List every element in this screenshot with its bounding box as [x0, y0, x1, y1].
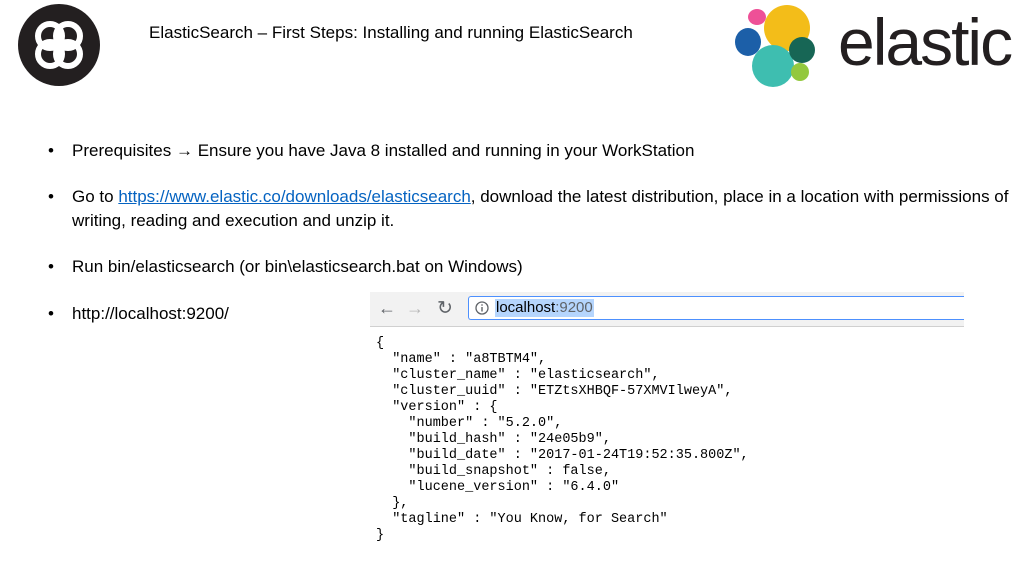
elastic-wordmark: elastic [838, 5, 1013, 79]
elastic-cluster-logo-icon [733, 2, 819, 88]
address-bar[interactable]: localhost:9200 [468, 296, 964, 320]
prerequisites-label: Prerequisites [72, 141, 172, 160]
json-line: "build_snapshot" : false, [376, 464, 611, 479]
json-line: } [376, 528, 385, 543]
bullet-dot: • [48, 187, 54, 206]
download-link[interactable]: https://www.elastic.co/downloads/elastic… [118, 187, 471, 206]
json-line: "build_hash" : "24e05b9", [376, 432, 611, 447]
browser-window: ← → ↻ localhost:9200 { "name" : "a8TBTM4… [370, 292, 964, 554]
json-line: "cluster_name" : "elasticsearch", [376, 368, 660, 383]
company-logo [18, 4, 100, 86]
url-host: localhost [496, 299, 556, 316]
url-port: :9200 [555, 299, 593, 316]
bullet-dot: • [48, 257, 54, 276]
json-line: "tagline" : "You Know, for Search" [376, 512, 668, 527]
json-line: "number" : "5.2.0", [376, 416, 563, 431]
arrow-right-icon[interactable]: → [406, 297, 424, 318]
json-line: }, [376, 496, 409, 511]
browser-toolbar: ← → ↻ localhost:9200 [370, 292, 964, 327]
bullet-text: Prerequisites → Ensure you have Java 8 i… [72, 139, 694, 163]
download-suffix: , download the latest distribution, plac… [72, 187, 1009, 230]
info-circle-icon[interactable] [475, 301, 489, 315]
arrow-right-icon: → [175, 141, 193, 160]
bullet-text: http://localhost:9200/ [72, 304, 229, 323]
bullet-text: Go to https://www.elastic.co/downloads/e… [72, 185, 1012, 233]
bullet-dot: • [48, 141, 54, 160]
download-prefix: Go to [72, 187, 114, 206]
json-line: { [376, 336, 385, 351]
json-line: "build_date" : "2017-01-24T19:52:35.800Z… [376, 448, 749, 463]
reload-icon[interactable]: ↻ [437, 297, 453, 319]
prerequisites-detail: Ensure you have Java 8 installed and run… [197, 141, 695, 160]
arrow-left-icon[interactable]: ← [378, 297, 396, 318]
json-line: "lucene_version" : "6.4.0" [376, 480, 620, 495]
json-line: "cluster_uuid" : "ETZtsXHBQF-57XMVIlweyA… [376, 384, 733, 399]
url-text[interactable]: localhost:9200 [495, 299, 594, 317]
json-line: "version" : { [376, 400, 498, 415]
json-line: "name" : "a8TBTM4", [376, 352, 547, 367]
bullet-dot: • [48, 304, 54, 323]
slide-title: ElasticSearch – First Steps: Installing … [149, 23, 633, 42]
bullet-text: Run bin/elasticsearch (or bin\elasticsea… [72, 257, 523, 276]
json-response: { "name" : "a8TBTM4", "cluster_name" : "… [376, 336, 749, 544]
